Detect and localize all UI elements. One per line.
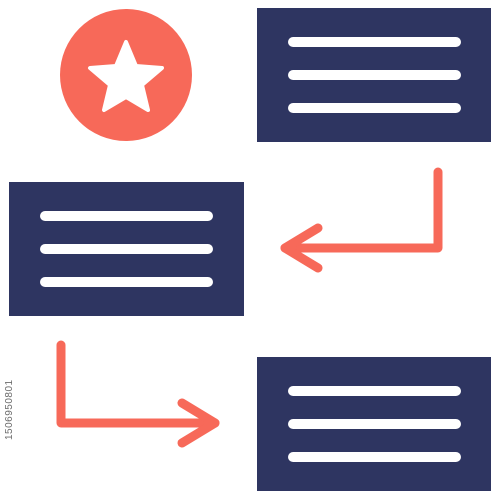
turn-arrow-right-icon <box>56 340 220 448</box>
card-top-right <box>257 8 491 142</box>
return-arrow-left-shaft <box>280 167 443 253</box>
star-shape <box>88 40 164 112</box>
card-middle-left <box>9 182 244 316</box>
turn-arrow-right-head <box>177 398 220 448</box>
side-id-text: 1506950801 <box>4 379 15 441</box>
return-arrow-left-icon <box>280 167 443 273</box>
star-badge-icon <box>60 9 192 141</box>
return-arrow-left-head <box>280 223 323 273</box>
turn-arrow-right-shaft <box>56 340 220 428</box>
card-bottom-right <box>257 357 491 491</box>
